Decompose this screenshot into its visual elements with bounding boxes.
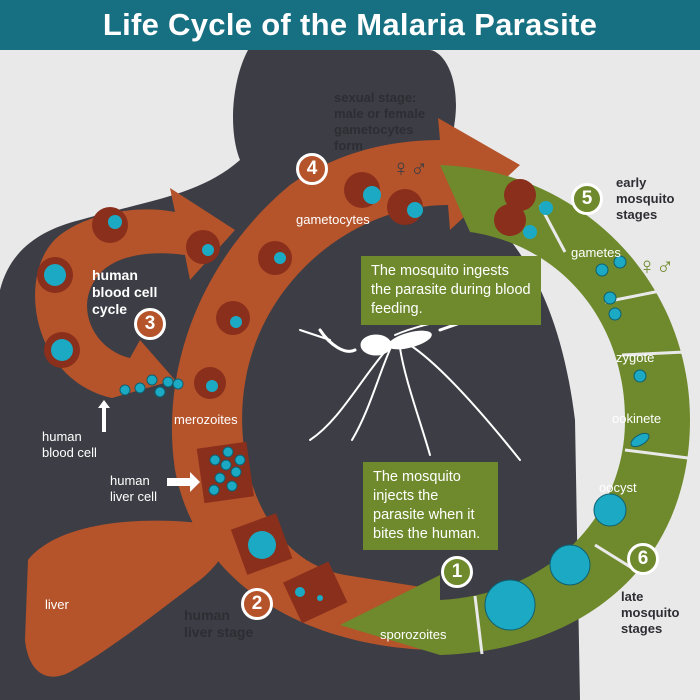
- stage-badge-2: 2: [241, 588, 273, 620]
- human-cycle-arrow: [171, 118, 521, 650]
- blood-cell-pointer-arrow: [98, 400, 110, 432]
- label-line: cycle: [92, 301, 128, 317]
- label-line: male or female: [334, 106, 426, 121]
- sexual-stage-label: sexual stage: male or female gametocytes…: [334, 90, 425, 154]
- human-liver-cell-label: human liver cell: [110, 473, 157, 505]
- label-line: stages: [621, 621, 663, 636]
- liver-cell-pointer-arrow: [167, 472, 200, 492]
- label-line: blood cell: [42, 445, 97, 460]
- merozoites-cluster: [119, 374, 184, 398]
- label-line: blood cell: [92, 284, 158, 300]
- label-line: human: [184, 607, 230, 623]
- gametocytes-label: gametocytes: [296, 212, 370, 227]
- liver-cells: [196, 441, 348, 624]
- red-blood-cells: [37, 172, 553, 399]
- mosquito-stage-forms: [484, 255, 650, 631]
- male-female-symbols: ♀♂: [392, 155, 428, 182]
- label-line: gametocytes: [334, 122, 414, 137]
- male-female-symbols-mosquito: ♀♂: [638, 253, 674, 280]
- inject-callout: The mosquito injects the parasite when i…: [363, 462, 498, 550]
- label-line: mosquito: [616, 191, 675, 206]
- label-line: late: [621, 589, 644, 604]
- stage-badge-3: 3: [134, 308, 166, 340]
- stage-badge-6: 6: [627, 543, 659, 575]
- label-line: human: [92, 267, 138, 283]
- human-liver-stage-label: human liver stage: [184, 607, 253, 641]
- blood-cycle-arrow: [35, 188, 235, 398]
- human-blood-cell-label: human blood cell: [42, 429, 97, 461]
- ookinete-label: ookinete: [612, 411, 662, 426]
- stage-badge-4: 4: [296, 153, 328, 185]
- label-line: form: [334, 138, 363, 153]
- label-line: liver cell: [110, 489, 157, 504]
- liver-shape: [25, 520, 228, 677]
- ingest-callout: The mosquito ingests the parasite during…: [361, 256, 541, 325]
- zygote-label: zygote: [616, 350, 655, 365]
- sporozoites-label: sporozoites: [380, 627, 447, 642]
- human-blood-cell-cycle-label: human blood cell cycle: [92, 267, 157, 318]
- label-line: stages: [616, 207, 658, 222]
- label-line: human: [110, 473, 150, 488]
- stage-badge-1: 1: [441, 556, 473, 588]
- merozoites-label: merozoites: [174, 412, 238, 427]
- label-line: human: [42, 429, 82, 444]
- label-line: early: [616, 175, 647, 190]
- oocyst-label: oocyst: [599, 480, 637, 495]
- label-line: liver stage: [184, 624, 254, 640]
- stage-badge-5: 5: [571, 183, 603, 215]
- label-line: mosquito: [621, 605, 680, 620]
- late-mosquito-stages-label: late mosquito stages: [621, 589, 680, 637]
- gametes-label: gametes: [571, 245, 621, 260]
- page-title: Life Cycle of the Malaria Parasite: [0, 0, 700, 50]
- early-mosquito-stages-label: early mosquito stages: [616, 175, 675, 223]
- liver-label: liver: [45, 597, 69, 612]
- label-line: sexual stage:: [334, 90, 417, 105]
